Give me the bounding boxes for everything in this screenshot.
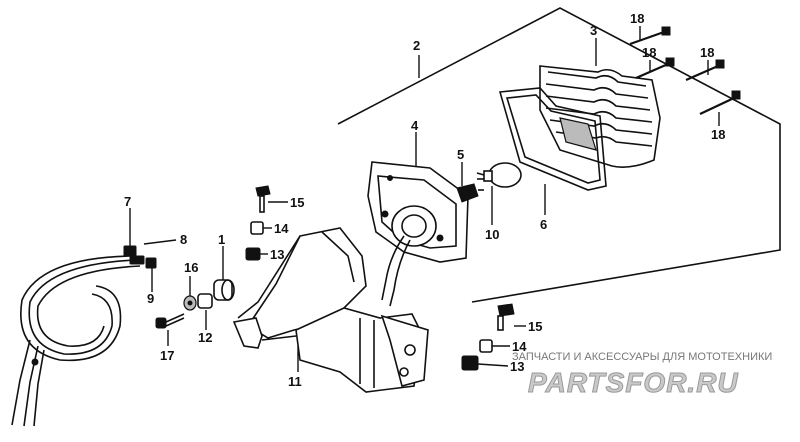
callout-18-d: 18: [711, 127, 725, 142]
bulb-socket: [456, 183, 484, 203]
callout-13-lower: 13: [510, 359, 524, 374]
wire-harness: [11, 245, 157, 427]
callout-8: 8: [180, 232, 187, 247]
socket-wires: [381, 235, 411, 307]
callout-14-lower: 14: [512, 339, 527, 354]
callout-2: 2: [413, 38, 420, 53]
lens-gasket: [498, 87, 607, 191]
watermark-logo: PARTSFOR.RU: [528, 367, 739, 398]
callout-15-upper: 15: [290, 195, 304, 210]
watermark-caption: ЗАПЧАСТИ И АКСЕССУАРЫ ДЛЯ МОТОТЕХНИКИ: [512, 351, 772, 363]
bulb: [476, 162, 522, 188]
mounting-bracket: [232, 227, 429, 393]
housing-screws: [629, 26, 741, 115]
grommet: [213, 279, 235, 301]
callout-15-lower: 15: [528, 319, 542, 334]
callout-17: 17: [160, 348, 174, 363]
callout-14-upper: 14: [274, 221, 289, 236]
callout-7: 7: [124, 194, 131, 209]
callout-3: 3: [590, 23, 597, 38]
bolt-17: [155, 313, 185, 329]
callout-18-a: 18: [630, 11, 644, 26]
callout-10: 10: [485, 227, 499, 242]
callout-9: 9: [147, 291, 154, 306]
leader-lines: [129, 26, 720, 372]
callout-labels: 2 3 4 5 6 10 7 8 9 1 16 12 17 11 15 14 1…: [124, 11, 725, 389]
callout-11: 11: [288, 374, 302, 389]
callout-5: 5: [457, 147, 464, 162]
upper-screw-set: [245, 185, 271, 261]
lower-screw-set: [461, 303, 515, 371]
callout-4: 4: [411, 118, 419, 133]
light-case: [367, 161, 469, 263]
assembly-outline: [337, 7, 781, 303]
callout-18-c: 18: [700, 45, 714, 60]
callout-6: 6: [540, 217, 547, 232]
callout-16: 16: [184, 260, 198, 275]
callout-18-b: 18: [642, 45, 656, 60]
watermark: ЗАПЧАСТИ И АКСЕССУАРЫ ДЛЯ МОТОТЕХНИКИ PA…: [512, 351, 772, 399]
washer: [183, 295, 197, 311]
callout-13-upper: 13: [270, 247, 284, 262]
callout-12: 12: [198, 330, 212, 345]
callout-1: 1: [218, 232, 225, 247]
collar: [197, 293, 213, 309]
